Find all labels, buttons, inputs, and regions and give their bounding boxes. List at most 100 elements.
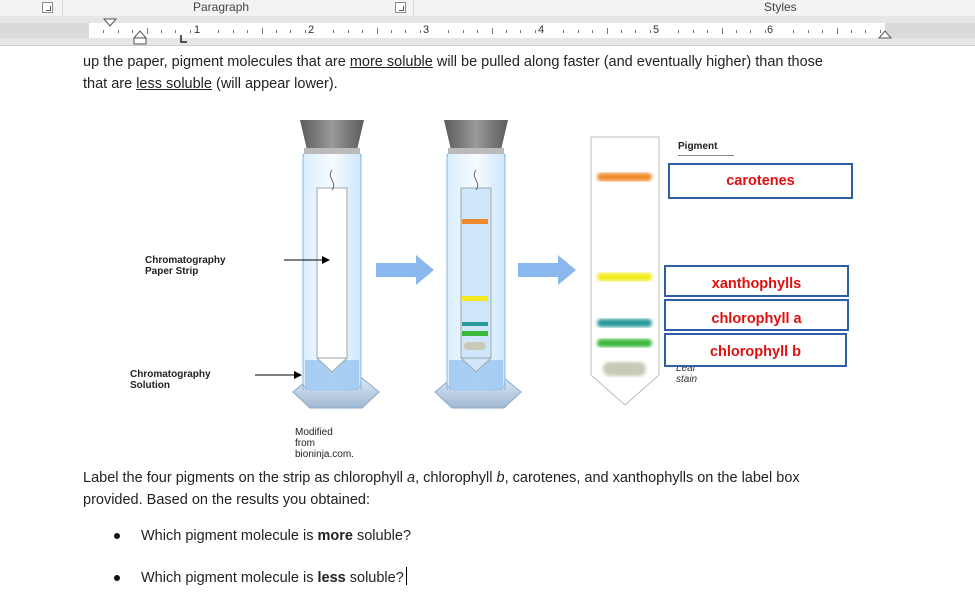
- text-cursor: [405, 567, 407, 585]
- strip-hook: [473, 169, 479, 191]
- first-line-indent-marker[interactable]: [102, 18, 118, 27]
- left-tab-stop-icon[interactable]: [180, 35, 187, 43]
- ruler-tick: [420, 30, 421, 33]
- arrow-right-icon: [518, 255, 576, 285]
- glass-edge: [302, 154, 362, 390]
- label-box-chlorophyll-b[interactable]: chlorophyll b: [664, 333, 847, 367]
- strip-hook: [329, 169, 335, 191]
- ruler-tick: [362, 30, 363, 33]
- left-indent-marker[interactable]: [133, 37, 147, 45]
- ruler-tick: [276, 30, 277, 33]
- leaf-stain-label: Leaf stain: [676, 363, 698, 385]
- ruler-tick: [506, 30, 507, 33]
- stopper-rim: [448, 148, 504, 154]
- label-box-xanthophylls[interactable]: xanthophylls: [664, 265, 849, 297]
- chlorophyll-a-band: [597, 319, 652, 327]
- bullet-icon: [114, 575, 120, 581]
- cylinder-before: [292, 120, 380, 409]
- ruler-tick: [621, 30, 622, 33]
- ruler-tick: [247, 30, 248, 33]
- ruler-tick: [175, 30, 176, 33]
- ruler-tick: [463, 30, 464, 33]
- paper-strip-tip: [459, 357, 493, 373]
- ruler-tick: [132, 30, 133, 33]
- ruler-tick: [161, 30, 162, 33]
- ruler-number: 3: [423, 24, 430, 36]
- ruler-tick: [765, 30, 766, 33]
- ruler-tick: [750, 30, 751, 33]
- ruler-tick: [678, 30, 679, 33]
- ruler-tick: [391, 30, 392, 33]
- ruler-left-margin: [0, 23, 89, 38]
- intro-line-2: that are less soluble (will appear lower…: [83, 76, 338, 92]
- question-2[interactable]: Which pigment molecule is less soluble?: [141, 567, 407, 589]
- paper-strip-tip: [315, 357, 349, 373]
- ruler-tick: [233, 30, 234, 33]
- ruler-tick: [305, 30, 306, 33]
- ruler-tick: [837, 28, 838, 34]
- image-credit: Modified from bioninja.com.: [295, 427, 354, 460]
- label-box-chlorophyll-a[interactable]: chlorophyll a: [664, 299, 849, 331]
- ruler-tick: [793, 30, 794, 33]
- paper-strip: [460, 187, 492, 359]
- ruler-tick: [563, 30, 564, 33]
- xanthophyll-band: [597, 273, 652, 281]
- carotene-band: [597, 173, 652, 181]
- chlorophyll-a-band: [462, 322, 488, 326]
- ruler-tick: [880, 30, 881, 33]
- paper-strip: [316, 187, 348, 359]
- ruler-tick: [635, 30, 636, 33]
- enlarged-strip: [590, 136, 660, 406]
- paper-strip-label: Chromatography Paper Strip: [145, 255, 226, 277]
- ribbon-divider: [413, 0, 414, 16]
- ruler-tick: [103, 30, 104, 33]
- chlorophyll-b-band: [597, 339, 652, 347]
- ruler-number: 1: [194, 24, 201, 36]
- ruler-tick: [851, 30, 852, 33]
- question-1: Which pigment molecule is more soluble?: [141, 528, 412, 544]
- ruler-tick: [722, 28, 723, 34]
- ruler-tick: [707, 30, 708, 33]
- ruler-tick: [190, 30, 191, 33]
- cylinder-after: [434, 120, 522, 409]
- ruler-tick: [592, 30, 593, 33]
- ruler-tick: [405, 30, 406, 33]
- font-dialog-launcher-icon[interactable]: [42, 2, 53, 13]
- label-box-carotenes[interactable]: carotenes: [668, 163, 853, 199]
- ruler-tick: [492, 28, 493, 34]
- ruler-tick: [147, 28, 148, 34]
- stopper: [444, 120, 508, 150]
- ruler-tick: [218, 30, 219, 33]
- ruler-tick: [448, 30, 449, 33]
- carotene-band: [462, 219, 488, 224]
- pigment-header: Pigment: [678, 141, 734, 156]
- ruler-number: 4: [538, 24, 545, 36]
- ruler-tick: [520, 30, 521, 33]
- glass-edge: [446, 154, 506, 390]
- ruler-tick: [822, 30, 823, 33]
- ribbon-divider: [62, 0, 63, 16]
- ruler-right-margin: [885, 23, 975, 38]
- paragraph-dialog-launcher-icon[interactable]: [395, 2, 406, 13]
- ruler-indent-markers[interactable]: [0, 16, 975, 46]
- ruler-tick: [290, 30, 291, 33]
- intro-line-1: up the paper, pigment molecules that are…: [83, 54, 823, 70]
- paragraph-group-label: Paragraph: [193, 0, 250, 14]
- pointer-arrows: [255, 256, 330, 379]
- ribbon-group-labels: [0, 0, 975, 16]
- xanthophyll-band: [462, 296, 488, 301]
- ruler-tick: [348, 30, 349, 33]
- chlorophyll-b-band: [462, 331, 488, 336]
- ruler-tick: [333, 30, 334, 33]
- instructions-line-2: provided. Based on the results you obtai…: [83, 492, 370, 508]
- right-indent-marker[interactable]: [877, 30, 893, 39]
- ruler-tick: [865, 30, 866, 33]
- ruler-tick: [578, 30, 579, 33]
- strip-outline: [590, 136, 660, 406]
- ruler-number: 5: [653, 24, 660, 36]
- bullet-icon: [114, 533, 120, 539]
- arrow-right-icon: [376, 255, 434, 285]
- stopper: [300, 120, 364, 150]
- ruler-track[interactable]: [89, 23, 885, 38]
- leaf-stain-spot: [603, 362, 646, 376]
